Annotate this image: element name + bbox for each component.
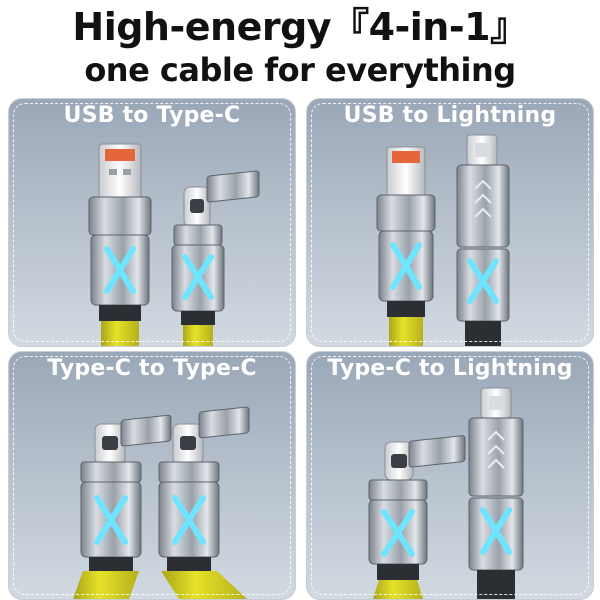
x-glow-icon [480,507,512,555]
lightning-connector-icon [468,387,524,599]
usb-a-connector-icon [376,146,436,346]
panel-label: USB to Lightning [343,103,557,128]
panel-type-c-to-type-c: Type-C to Type-C [8,351,296,600]
usb-a-connector-icon [88,143,152,346]
headline: High-energy『4-in-1』 one cable for everyt… [0,4,600,90]
panel-usb-to-lightning: USB to Lightning [306,98,594,347]
x-glow-icon [104,246,136,294]
usb-to-lightning-illustration [376,134,510,346]
panel-label: USB to Type-C [63,103,241,128]
panel-type-c-to-lightning: Type-C to Lightning [306,351,594,600]
x-glow-icon [390,242,422,290]
panel-label: Type-C to Lightning [327,356,573,381]
type-c-connector-icon [368,435,466,599]
x-glow-icon [381,509,415,557]
panel-label: Type-C to Type-C [47,356,257,381]
x-glow-icon [182,254,214,300]
headline-line-2: one cable for everything [84,51,516,89]
headline-line-1: High-energy『4-in-1』 [72,5,528,49]
usb-to-type-c-illustration [88,143,260,346]
x-glow-icon [467,258,499,304]
type-c-connector-icon [171,170,260,346]
type-c-connector-icon [73,414,172,599]
x-glow-icon [172,495,206,545]
type-c-to-type-c-illustration [73,406,250,599]
type-c-connector-icon [158,406,250,599]
x-glow-icon [94,495,128,545]
type-c-to-lightning-illustration [368,387,524,599]
lightning-connector-icon [456,134,510,346]
panel-usb-to-type-c: USB to Type-C [8,98,296,347]
